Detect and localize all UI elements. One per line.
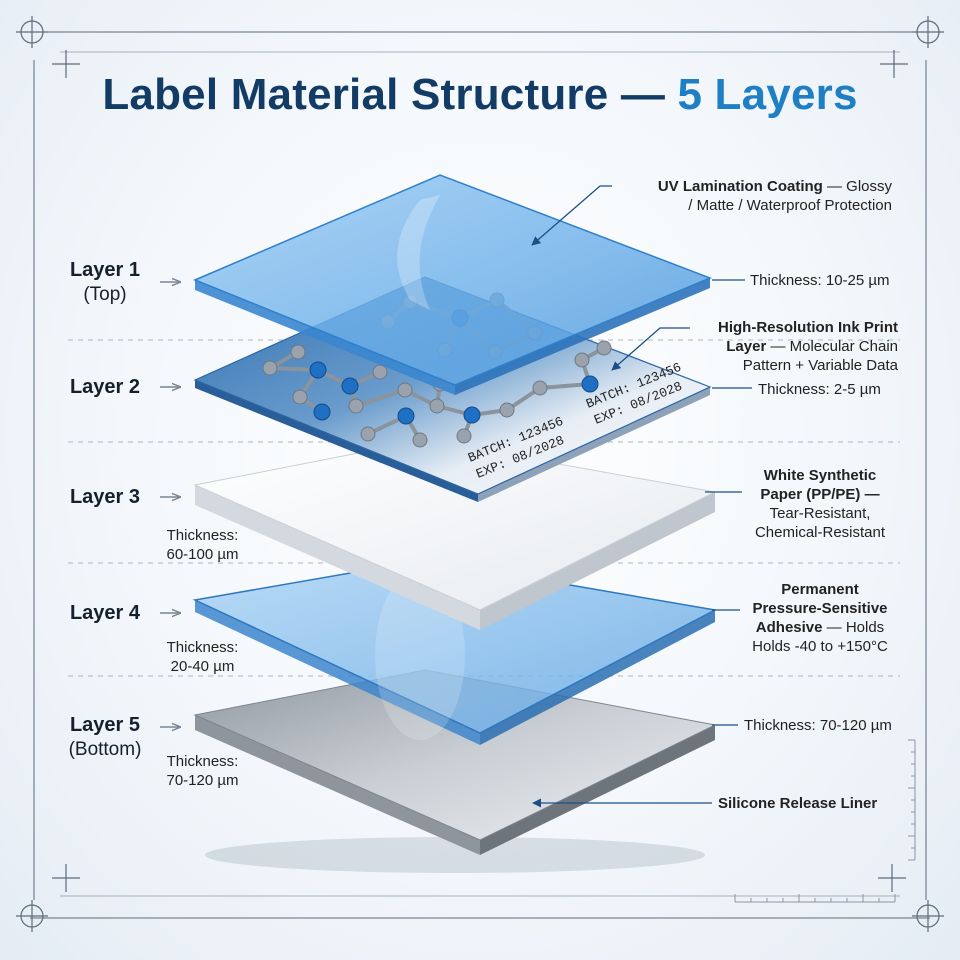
molecule-atom — [429, 398, 445, 414]
liner-thickness: Thickness: 70-120 µm — [744, 717, 892, 734]
layer-separators — [68, 339, 900, 677]
layer-1-sub: (Top) — [83, 284, 127, 305]
layer-3-name: Layer 3 — [69, 486, 141, 508]
molecule-atom — [360, 426, 376, 442]
molecule-atom — [290, 344, 306, 360]
layer-pointer-arrows — [160, 282, 180, 727]
ink-desc-2: Pattern + Variable Data — [742, 357, 898, 374]
uv-title: UV Lamination Coating — [657, 178, 823, 195]
callout-arrows — [531, 185, 712, 808]
thickness-value: 60-100 µm — [166, 546, 239, 563]
paper-desc-2: Chemical-Resistant — [754, 524, 886, 541]
thickness-caption: Thickness: — [166, 639, 239, 656]
adhesive-title-2: Pressure-Sensitive — [752, 600, 888, 617]
paper-desc-1: Tear-Resistant, — [769, 505, 871, 522]
molecule-atom — [341, 377, 359, 395]
ruler-scale — [734, 739, 916, 903]
page-title: Label Material Structure — 5 Layers — [0, 70, 960, 120]
paper-callout: White Synthetic Paper (PP/PE) — Tear-Res… — [735, 466, 905, 542]
title-main: Label Material Structure — — [102, 70, 678, 119]
molecule-atom — [456, 428, 472, 444]
leader-lines — [705, 279, 752, 726]
layer-5-liner-sheet — [193, 669, 717, 873]
liner-callout: Silicone Release Liner — [718, 795, 878, 812]
molecule-atom — [262, 360, 278, 376]
molecule-atom — [292, 389, 308, 405]
layer-1-name: Layer 1 — [69, 259, 141, 281]
adhesive-title-3: Adhesive — [755, 619, 823, 636]
ink-print-callout: High-Resolution Ink Print Layer — Molecu… — [640, 318, 898, 375]
layer-4-label: Layer 4 — [40, 602, 170, 625]
thickness-value: 70-120 µm — [166, 772, 239, 789]
molecule-atom — [348, 398, 364, 414]
uv-thickness: Thickness: 10-25 µm — [750, 272, 890, 289]
layer-1-lamination-sheet — [193, 174, 713, 395]
adhesive-desc-1: — Holds — [822, 619, 885, 636]
layer-5-thickness: Thickness: 70-120 µm — [135, 752, 270, 790]
paper-title-1: White Synthetic — [763, 467, 877, 484]
molecule-bond — [355, 388, 406, 408]
ink-title-2: Layer — [726, 338, 767, 355]
thickness-caption: Thickness: — [166, 753, 239, 770]
molecule-atom — [596, 340, 612, 356]
molecule-atom — [412, 432, 428, 448]
layer-2-name: Layer 2 — [69, 376, 141, 398]
adhesive-desc-2: Holds -40 to +150°C — [752, 638, 888, 655]
layer-5-label: Layer 5 (Bottom) — [40, 714, 170, 761]
adhesive-title-1: Permanent — [781, 581, 859, 598]
layer-1-label: Layer 1 (Top) — [40, 259, 170, 306]
thickness-caption: Thickness: — [166, 527, 239, 544]
layer-4-thickness: Thickness: 20-40 µm — [135, 638, 270, 676]
crosshair-icon — [16, 16, 944, 932]
ink-title-1: High-Resolution Ink Print — [718, 319, 898, 336]
layer-5-name: Layer 5 — [69, 714, 141, 736]
molecule-atom — [309, 361, 327, 379]
layer-2-label: Layer 2 — [40, 376, 170, 399]
adhesive-callout: Permanent Pressure-Sensitive Adhesive — … — [730, 580, 910, 656]
molecule-atom — [532, 380, 548, 396]
molecule-atom — [397, 407, 415, 425]
ink-desc-1: — Molecular Chain — [766, 338, 898, 355]
molecule-atom — [463, 406, 481, 424]
uv-desc-1: — Glossy — [822, 178, 892, 195]
layer-4-name: Layer 4 — [69, 602, 141, 624]
plus-mark-icon — [52, 50, 908, 892]
title-accent: 5 Layers — [677, 70, 858, 119]
layer-3-thickness: Thickness: 60-100 µm — [135, 526, 270, 564]
molecule-atom — [372, 364, 388, 380]
frame — [30, 31, 930, 919]
molecule-atom — [313, 403, 331, 421]
layer-3-label: Layer 3 — [40, 486, 170, 509]
layer-3-paper-sheet — [193, 439, 717, 630]
paper-title-2: Paper (PP/PE) — — [760, 486, 880, 503]
ink-thickness: Thickness: 2-5 µm — [758, 381, 881, 398]
molecule-atom — [397, 382, 413, 398]
layer-5-sub: (Bottom) — [68, 739, 142, 760]
molecule-atom — [499, 402, 515, 418]
molecule-atom — [574, 352, 590, 368]
uv-coating-callout: UV Lamination Coating — Glossy / Matte /… — [600, 177, 892, 215]
molecule-atom — [581, 375, 599, 393]
thickness-value: 20-40 µm — [170, 658, 235, 675]
uv-desc-2: / Matte / Waterproof Protection — [688, 197, 892, 214]
